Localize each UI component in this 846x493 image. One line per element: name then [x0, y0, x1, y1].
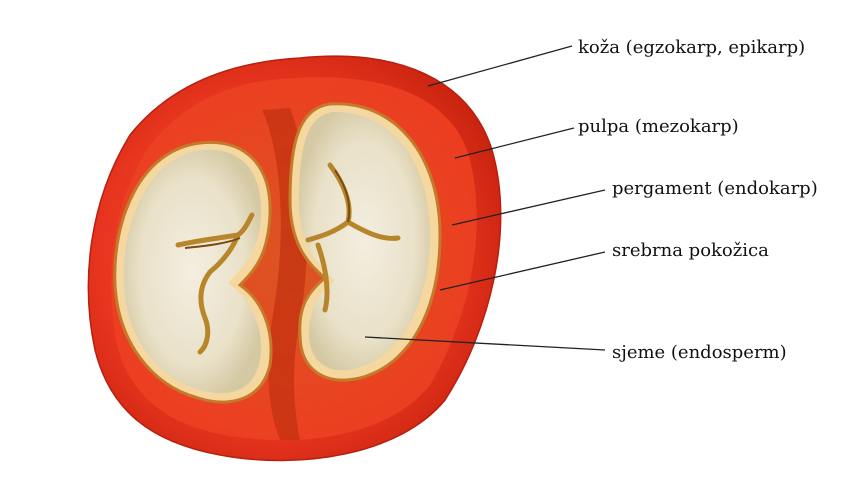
label-pulp: pulpa (mezokarp) — [578, 116, 739, 138]
label-skin: koža (egzokarp, epikarp) — [578, 37, 805, 59]
label-seed: sjeme (endosperm) — [612, 342, 787, 364]
label-silverskin: srebrna pokožica — [612, 240, 769, 262]
leader-line-skin — [428, 46, 572, 86]
label-parchment: pergament (endokarp) — [612, 178, 818, 200]
